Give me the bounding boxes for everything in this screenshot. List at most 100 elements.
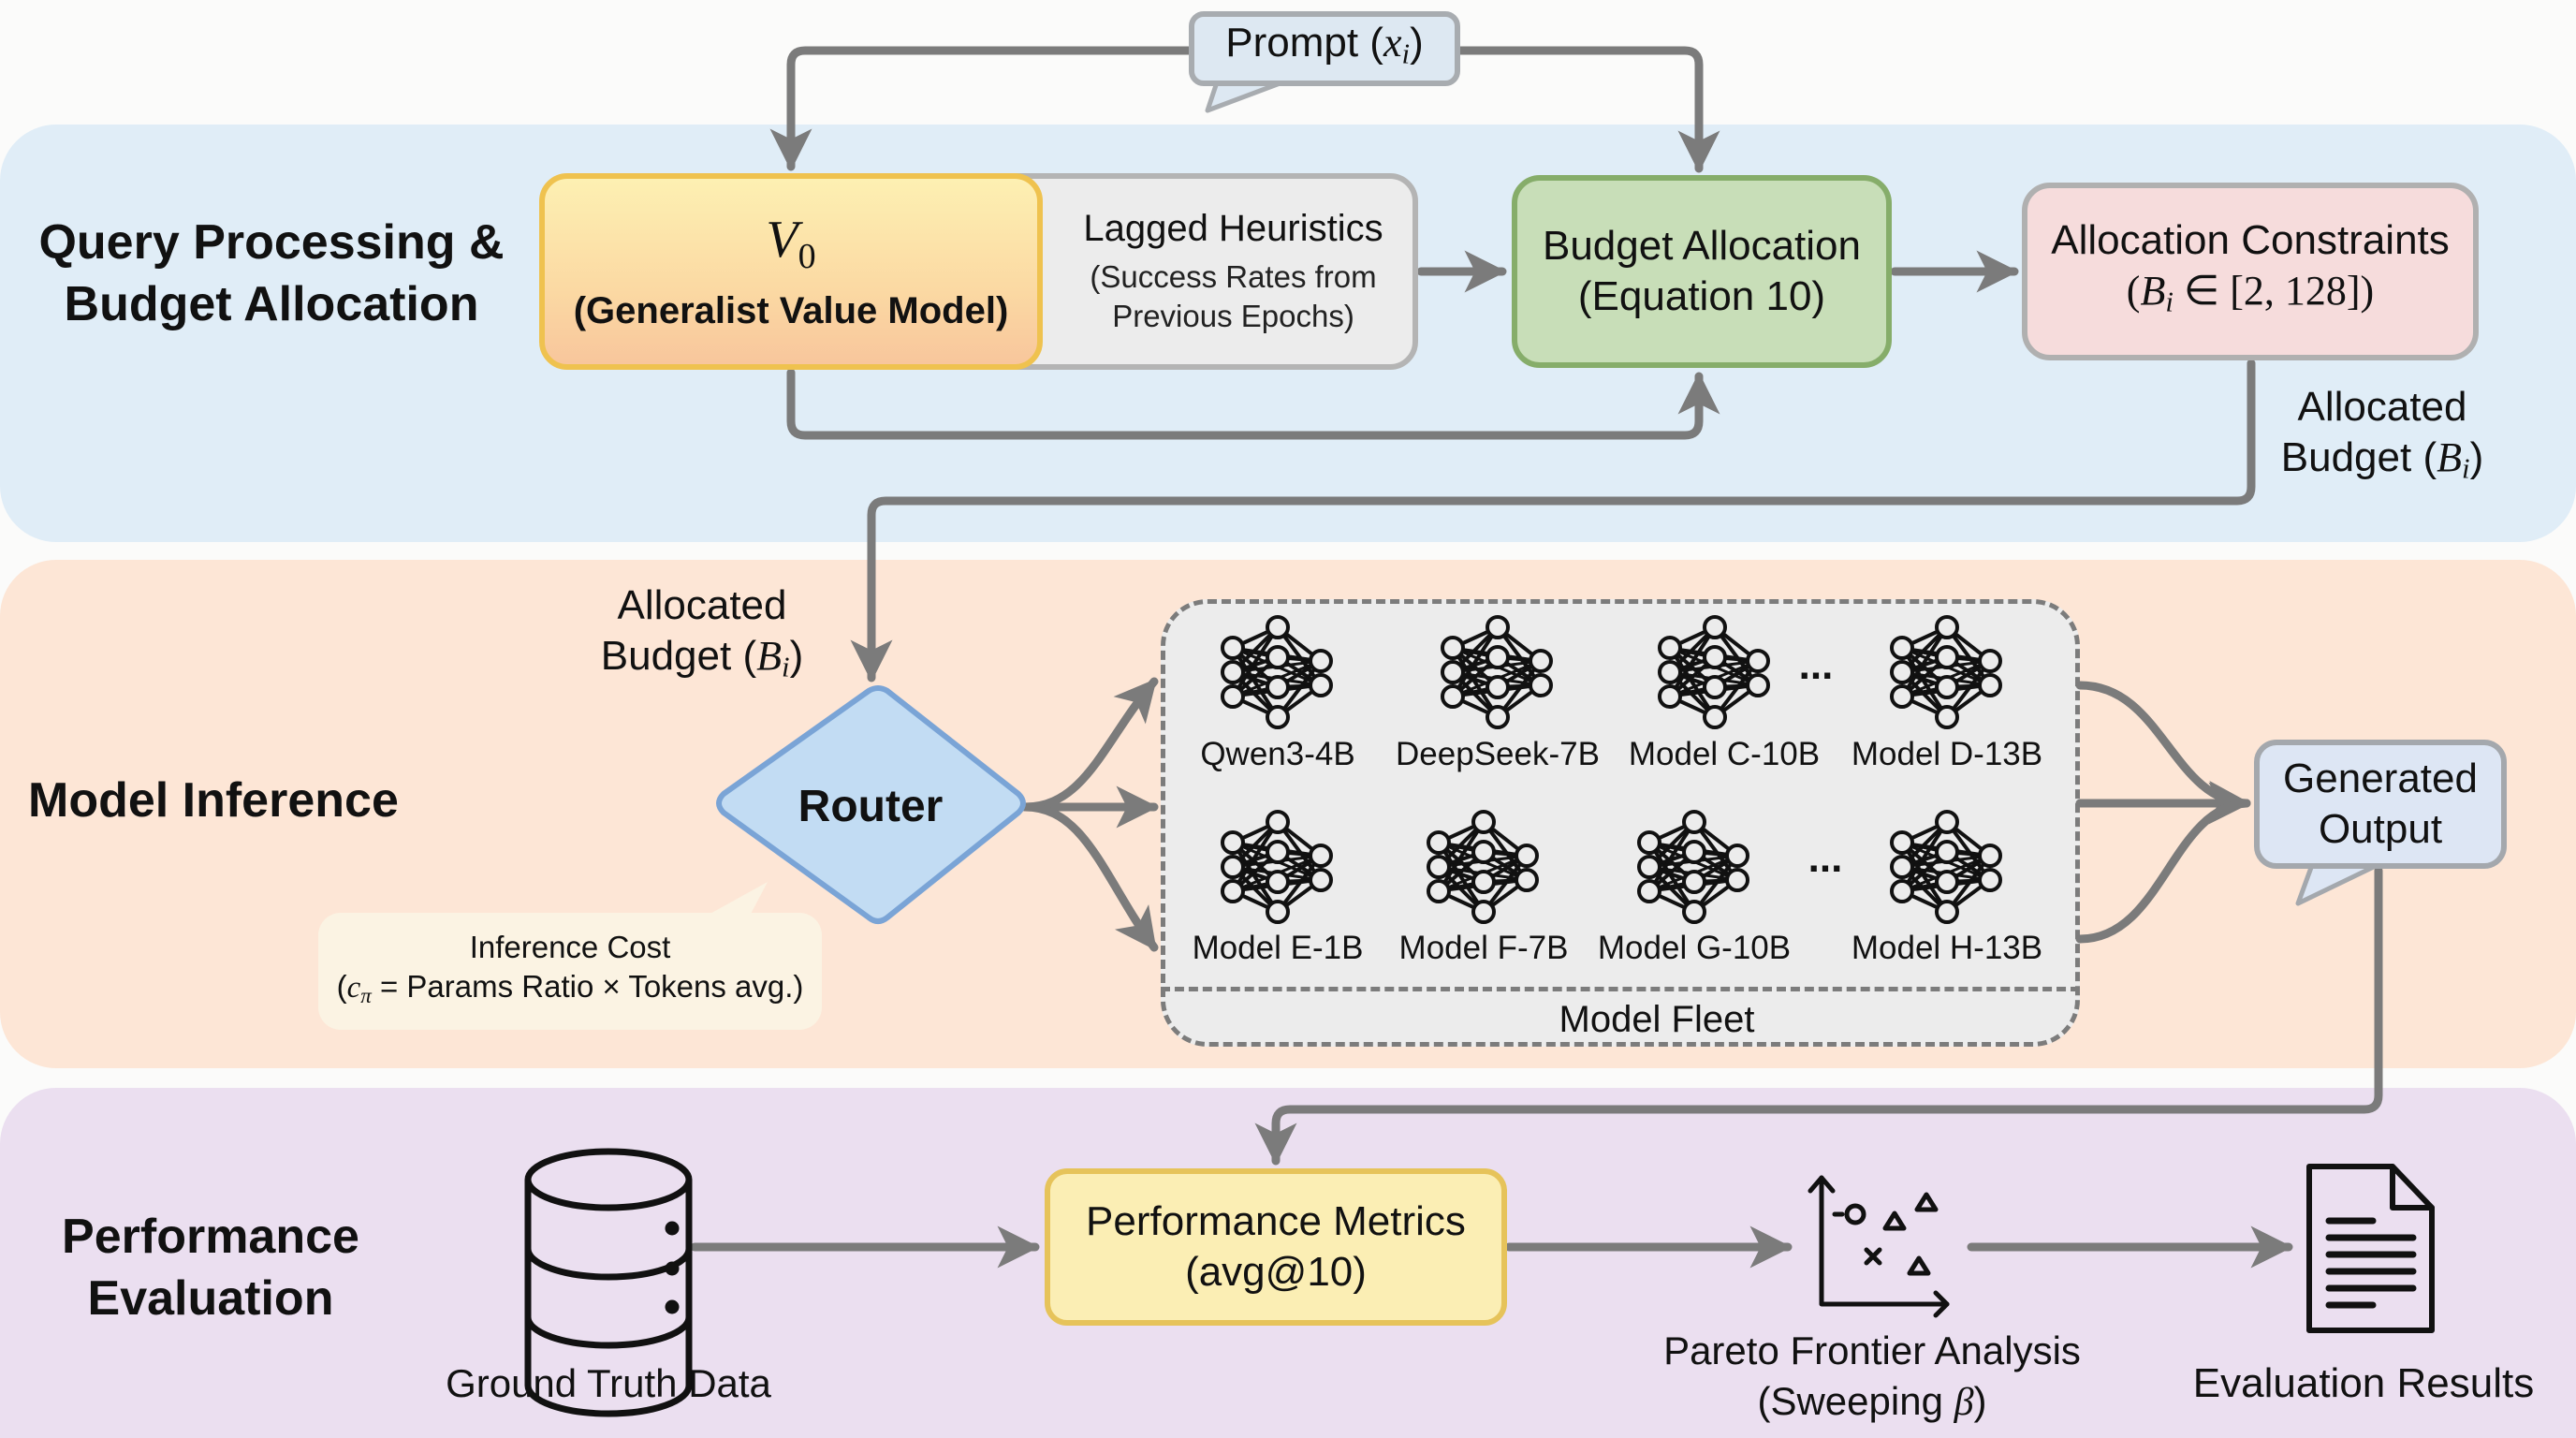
prompt-text: Prompt ( — [1225, 20, 1383, 66]
expr-open: ( — [2126, 268, 2141, 315]
model-label: Model C-10B — [1628, 736, 1821, 772]
prompt-bubble-tail — [1205, 80, 1283, 113]
value-model-symbol: V0 — [766, 209, 815, 286]
v-sub: 0 — [798, 237, 816, 277]
model-label: Model D-13B — [1851, 736, 2043, 772]
neural-network-icon — [1637, 810, 1749, 924]
expr-rest: ∈ [2, 128]) — [2173, 268, 2375, 315]
lagged-line: Previous Epochs) — [1112, 299, 1354, 333]
model-label: DeepSeek-7B — [1396, 736, 1600, 772]
lagged-line: (Success Rates from — [1090, 259, 1377, 294]
label-close: ) — [2469, 434, 2484, 480]
section-title-line: Performance — [62, 1210, 359, 1264]
fleet-divider — [1161, 987, 2080, 991]
lagged-heuristics-box: Lagged Heuristics (Success Rates from Pr… — [973, 173, 1418, 370]
section-title-evaluation: Performance Evaluation — [19, 1206, 402, 1329]
pareto-chart-icon — [1808, 1175, 1950, 1318]
v-symbol: V — [766, 211, 798, 270]
neural-network-icon — [1221, 810, 1333, 924]
label-sub: i — [782, 651, 790, 683]
neural-network-icon — [1890, 615, 2002, 729]
model-label: Model H-13B — [1851, 930, 2043, 966]
constraints-title: Allocation Constraints — [2051, 217, 2450, 264]
lagged-title: Lagged Heuristics — [1083, 208, 1383, 249]
prompt-close: ) — [1410, 20, 1424, 66]
performance-metrics-title: Performance Metrics — [1086, 1198, 1466, 1244]
label-line: Allocated — [617, 582, 787, 628]
arrow-router-to-fleet-top — [1020, 677, 1159, 812]
formula-rest: = Params Ratio × Tokens avg.) — [371, 969, 804, 1005]
generated-output-line: Generated — [2283, 756, 2478, 801]
budget-allocation-box: Budget Allocation (Equation 10) — [1512, 175, 1892, 368]
label-var: B — [2437, 434, 2462, 480]
label-line: Budget ( — [2280, 434, 2437, 480]
budget-allocation-title: Budget Allocation — [1542, 223, 1862, 269]
generated-output-line: Output — [2318, 806, 2443, 852]
formula-open: ( — [336, 969, 347, 1005]
arrow-fleet-top-to-output — [2075, 681, 2251, 823]
pareto-var: β — [1954, 1381, 1974, 1424]
arrow-router-to-fleet-bottom — [1020, 802, 1159, 952]
pareto-subtitle: (Sweeping — [1757, 1379, 1954, 1423]
allocated-budget-label-top: Allocated Budget (Bi) — [2242, 382, 2523, 494]
fleet-ellipsis: ... — [1808, 835, 1843, 881]
expr-var: B — [2140, 268, 2166, 315]
allocation-constraints-box: Allocation Constraints (Bi ∈ [2, 128]) — [2022, 183, 2479, 360]
neural-network-icon — [1221, 615, 1333, 729]
prompt-bubble: Prompt (xi) — [1189, 11, 1460, 86]
neural-network-icon — [1441, 615, 1553, 729]
expr-sub: i — [2165, 286, 2174, 318]
model-label: Model E-1B — [1192, 930, 1364, 966]
inference-cost-title: Inference Cost — [469, 930, 671, 965]
neural-network-icon — [1658, 615, 1770, 729]
prompt-var: x — [1383, 20, 1402, 66]
section-title-line: Evaluation — [87, 1271, 334, 1326]
document-icon — [2306, 1164, 2435, 1333]
router-diamond — [716, 685, 1026, 924]
formula-sub: π — [360, 982, 372, 1007]
arrow-prompt-to-budget-allocation — [1456, 46, 1720, 173]
label-sub: i — [2462, 452, 2470, 485]
output-bubble-tail — [2295, 862, 2379, 906]
fleet-ellipsis: ... — [1798, 642, 1834, 688]
label-line: Budget ( — [600, 633, 757, 679]
value-model-label: (Generalist Value Model) — [573, 289, 1009, 331]
arrow-fleet-bottom-to-output — [2075, 799, 2251, 944]
label-close: ) — [789, 633, 804, 679]
performance-metrics-subtitle: (avg@10) — [1185, 1249, 1367, 1295]
pareto-title: Pareto Frontier Analysis — [1663, 1328, 2081, 1372]
inference-cost-formula: (cπ = Params Ratio × Tokens avg.) — [337, 967, 804, 1015]
section-title-line: Budget Allocation — [64, 277, 479, 331]
database-icon — [524, 1148, 693, 1417]
router-label: Router — [798, 782, 944, 831]
neural-network-icon — [1890, 810, 2002, 924]
model-label: Model F-7B — [1398, 930, 1569, 966]
section-title-line: Query Processing & — [38, 215, 505, 270]
allocated-budget-label-mid: Allocated Budget (Bi) — [562, 580, 842, 693]
prompt-sub: i — [1401, 37, 1411, 70]
constraints-expression: (Bi ∈ [2, 128]) — [2127, 266, 2374, 328]
label-line: Allocated — [2297, 384, 2467, 430]
model-fleet-title: Model Fleet — [1559, 999, 1755, 1040]
neural-network-icon — [1427, 810, 1539, 924]
performance-metrics-box: Performance Metrics (avg@10) — [1045, 1168, 1507, 1326]
arrow-value-model-to-budget-allocation — [786, 368, 1720, 440]
arrow-output-to-metrics — [1254, 866, 2383, 1166]
pareto-close: ) — [1973, 1379, 1987, 1423]
arrow-prompt-to-value-model — [769, 46, 1195, 171]
prompt-label: Prompt (xi) — [1225, 18, 1423, 80]
section-title-query: Query Processing & Budget Allocation — [19, 212, 524, 335]
pareto-label: Pareto Frontier Analysis (Sweeping β) — [1591, 1326, 2153, 1428]
arrow-constraints-to-router — [850, 359, 2256, 682]
evaluation-results-label: Evaluation Results — [2192, 1360, 2535, 1406]
generated-output-bubble: Generated Output — [2254, 740, 2507, 869]
value-model-box: V0 (Generalist Value Model) — [539, 173, 1043, 370]
model-icons-layer — [1221, 615, 2002, 924]
cost-bubble-tail — [707, 882, 768, 917]
formula-var: c — [346, 971, 361, 1005]
inference-cost-bubble: Inference Cost (cπ = Params Ratio × Toke… — [318, 913, 822, 1030]
ground-truth-label: Ground Truth Data — [446, 1361, 771, 1405]
section-title-inference: Model Inference — [28, 773, 399, 828]
model-label: Model G-10B — [1597, 930, 1792, 966]
